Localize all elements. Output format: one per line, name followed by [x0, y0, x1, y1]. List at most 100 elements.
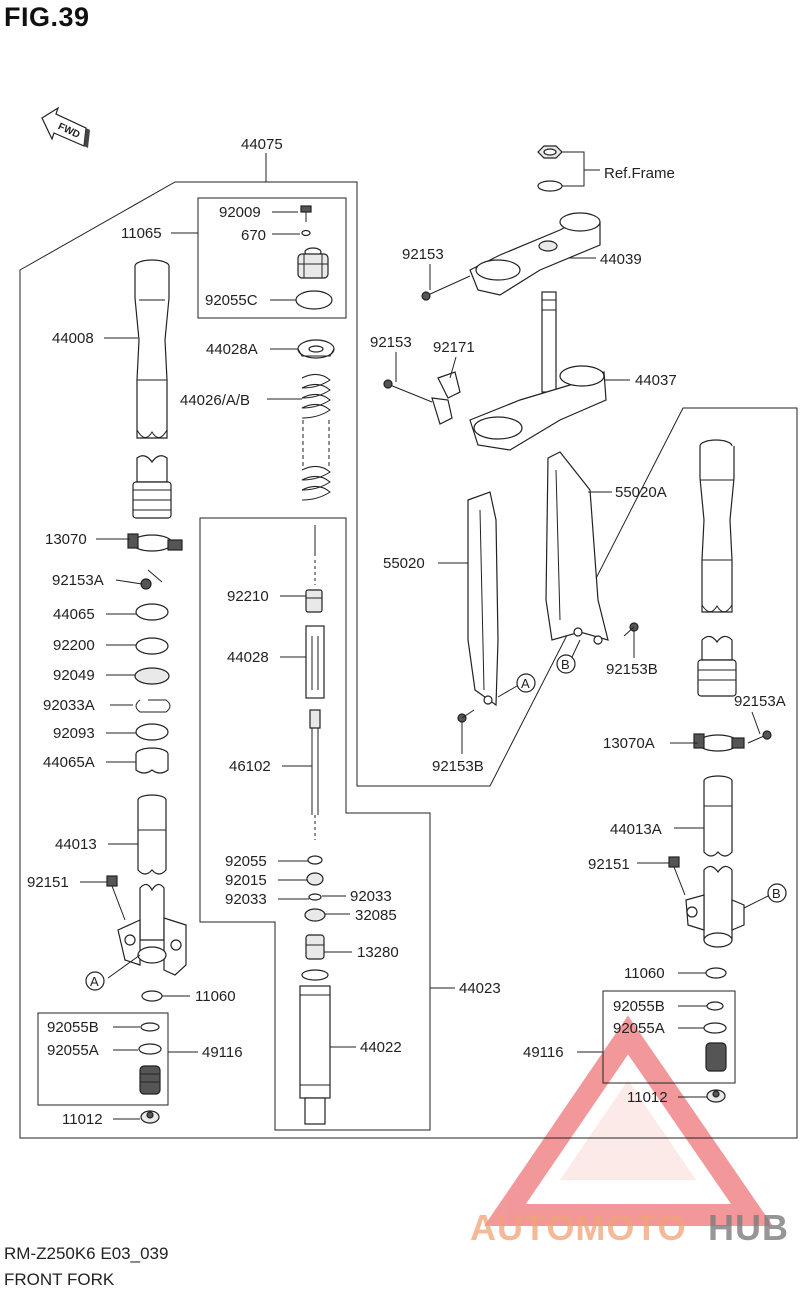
label-44022: 44022 [360, 1039, 402, 1056]
label-11065: 11065 [121, 225, 162, 242]
subassembly-box-49116-right [602, 990, 736, 1084]
part-44008-outer-tube [134, 259, 170, 439]
label-92153A-right: 92153A [734, 693, 786, 710]
part-92153B-bolt-guard-left [457, 709, 475, 723]
watermark-text-part2: HUB [708, 1207, 789, 1248]
label-92171: 92171 [433, 339, 475, 356]
part-11060-oring-right [705, 967, 727, 979]
assembly-outline-44075 [19, 181, 798, 1139]
part-11012-nut-right [706, 1089, 726, 1103]
callout-A-guard: A [497, 673, 536, 698]
label-refframe: Ref.Frame [604, 165, 675, 182]
part-92210-nut [305, 589, 323, 613]
label-13070: 13070 [45, 531, 87, 548]
label-92153A-left: 92153A [52, 572, 104, 589]
label-92049: 92049 [53, 667, 95, 684]
part-92151-bolt-right [668, 856, 686, 896]
part-92033-clip-center [308, 893, 322, 901]
part-13070-clamp [127, 533, 183, 552]
part-44028A-spring-seat [297, 339, 335, 359]
part-92153-bolt-mid [383, 379, 433, 403]
part-92055B-oring-left [140, 1022, 160, 1032]
label-44065A: 44065A [43, 754, 95, 771]
label-49116-right: 49116 [523, 1044, 564, 1061]
label-92033-left: 92033 [225, 891, 267, 908]
part-labels: 44075 11065 92009 670 92055C 44028A 4402… [27, 136, 786, 1128]
part-nut-top [537, 145, 563, 159]
label-92015: 92015 [225, 872, 267, 889]
label-11012-left: 11012 [62, 1111, 103, 1128]
label-46102: 46102 [229, 758, 271, 775]
label-55020A: 55020A [615, 484, 667, 501]
part-55020-fork-guard [467, 491, 499, 707]
part-49116-valve-right [705, 1042, 727, 1072]
label-92153B-left: 92153B [432, 758, 484, 775]
label-92093: 92093 [53, 725, 95, 742]
label-92153-mid: 92153 [370, 334, 412, 351]
part-44065-bushing [135, 603, 169, 621]
label-92055: 92055 [225, 853, 267, 870]
label-670: 670 [241, 227, 266, 244]
label-92210: 92210 [227, 588, 269, 605]
label-92009: 92009 [219, 204, 261, 221]
part-44039-upper-clamp [469, 212, 601, 296]
part-92055A-oring-right [703, 1022, 727, 1034]
part-92049-oil-seal [134, 667, 170, 685]
label-11060-right: 11060 [624, 965, 665, 982]
label-92153B-right: 92153B [606, 661, 658, 678]
figure-name: FRONT FORK [4, 1270, 115, 1289]
part-49116-valve-left [139, 1065, 161, 1095]
part-13280-bolt [305, 934, 325, 960]
part-44065A-bushing [135, 747, 169, 774]
part-92055B-oring-right [706, 1001, 724, 1011]
subassembly-box-11065 [197, 197, 347, 319]
label-92200: 92200 [53, 637, 95, 654]
label-92033A: 92033A [43, 697, 95, 714]
label-92055B-right: 92055B [613, 998, 665, 1015]
svg-text:A: A [90, 974, 99, 989]
callout-B-guard: B [556, 639, 581, 674]
callout-B-right: B [743, 883, 787, 909]
part-92200-washer [135, 637, 169, 655]
label-44026AB: 44026/A/B [180, 392, 250, 409]
leader-lines [80, 151, 761, 1120]
part-44028-damper-piece [305, 625, 325, 699]
part-44037-lower-clamp [469, 291, 607, 451]
part-11060-oring-left [141, 990, 163, 1002]
part-92153A-bolt-left [140, 569, 163, 590]
part-axle-holder-right [685, 865, 745, 948]
label-32085: 32085 [355, 907, 397, 924]
part-92151-bolt-left [106, 875, 126, 921]
label-44013: 44013 [55, 836, 97, 853]
part-55020A-fork-guard [545, 451, 609, 645]
part-32085-stopper [304, 908, 326, 922]
part-92055A-oring-left [138, 1043, 162, 1055]
part-44013A-inner-tube [703, 775, 733, 857]
label-49116-left: 49116 [202, 1044, 243, 1061]
label-44028A: 44028A [206, 341, 258, 358]
part-44022-cylinder [299, 969, 331, 1125]
part-92171-bracket [431, 371, 461, 425]
part-46102-rod [309, 709, 321, 840]
watermark-text-part1: AUTOMOTO [470, 1207, 687, 1248]
label-92153-top: 92153 [402, 246, 444, 263]
part-92153-bolt-upper [421, 275, 471, 301]
fwd-arrow-icon: FWD [41, 106, 90, 148]
figure-code: RM-Z250K6 E03_039 [4, 1244, 169, 1263]
part-fork-boot-left [132, 455, 172, 519]
part-washer-top [537, 180, 563, 192]
svg-text:B: B [772, 886, 781, 901]
part-670-oring-small [301, 229, 311, 237]
label-55020: 55020 [383, 555, 425, 572]
label-44008: 44008 [52, 330, 94, 347]
part-92055-oring-center [307, 855, 323, 865]
label-92055B-left: 92055B [47, 1019, 99, 1036]
part-92153A-bolt-right [747, 730, 772, 744]
label-44065: 44065 [53, 606, 95, 623]
label-44039: 44039 [600, 251, 642, 268]
part-13070A-clamp [693, 733, 745, 752]
figure-title: FIG.39 [4, 2, 90, 32]
svg-text:B: B [561, 657, 570, 672]
label-11060-left: 11060 [195, 988, 236, 1005]
